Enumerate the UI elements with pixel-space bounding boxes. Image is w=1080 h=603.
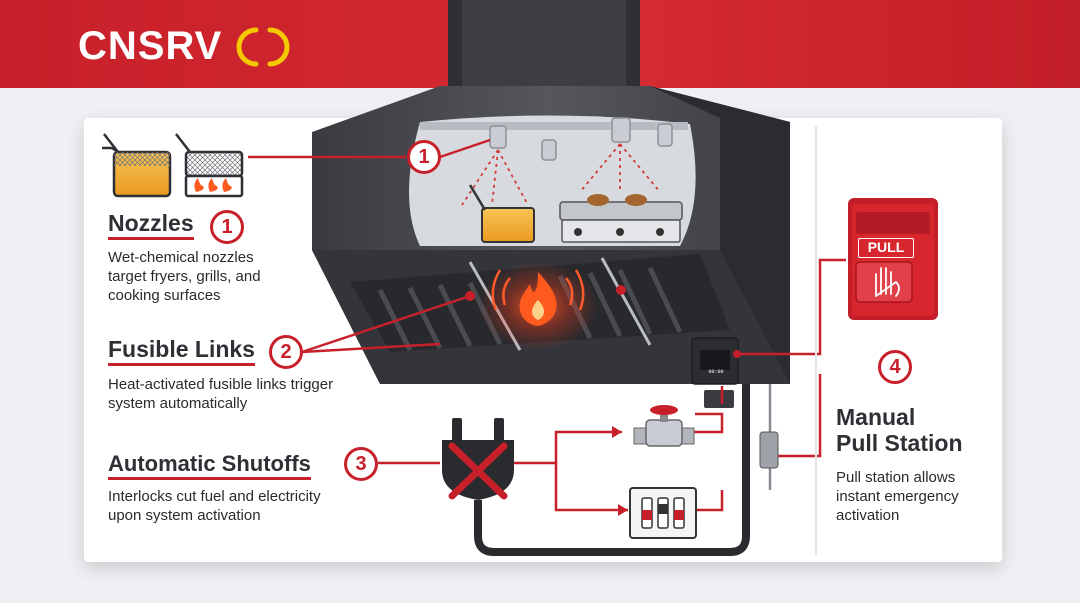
automatic-shutoffs-description: Interlocks cut fuel and electricity upon… [108,487,321,525]
fire-icon [491,269,585,311]
callout-badge-2: 2 [269,335,303,369]
callout-badge-1-top: 1 [407,140,441,174]
pull-station-label[interactable]: PULL [858,238,914,258]
manual-pull-station[interactable] [848,198,938,320]
circuit-breaker-icon [629,487,697,539]
pull-station-description: Pull station allows instant emergency ac… [836,468,959,525]
pull-desc-line: instant emergency [836,488,959,505]
hood-duct [448,0,640,96]
pull-station-title-line: Manual [836,404,916,430]
pull-station-title: Manual Pull Station [836,404,963,456]
callout-badge-3: 3 [344,447,378,481]
pull-desc-line: Pull station allows [836,469,956,486]
hand-icon [875,267,900,297]
shutoffs-desc-line: Interlocks cut fuel and electricity [108,488,321,505]
shutoffs-desc-line: upon system activation [108,507,261,524]
nozzles-desc-line: Wet-chemical nozzles [108,249,254,266]
griddle-in-hood-icon [559,194,683,243]
automatic-shutoffs-title: Automatic Shutoffs [108,451,311,480]
fryer-basket-icon [102,133,172,198]
nozzle-icons [489,117,673,161]
brand-mark-icon [236,27,290,66]
nozzles-title: Nozzles [108,210,194,240]
brand-logo: CNSRV [78,24,290,69]
callout-badge-4: 4 [878,350,912,384]
nozzles-desc-line: cooking surfaces [108,287,221,304]
fryer-in-hood-icon [468,184,535,243]
pull-station-title-line: Pull Station [836,430,963,456]
control-panel-display: 00:00 [708,369,724,375]
fusible-desc-line: system automatically [108,395,248,412]
fusible-desc-line: Heat-activated fusible links trigger [108,376,334,393]
fusible-links-title: Fusible Links [108,336,255,366]
callout-badge-1: 1 [210,210,244,244]
brand-name: CNSRV [78,24,223,68]
gas-valve-icon [633,405,695,447]
fusible-links-description: Heat-activated fusible links trigger sys… [108,375,333,413]
nozzles-desc-line: target fryers, grills, and [108,268,261,285]
nozzles-description: Wet-chemical nozzles target fryers, gril… [108,248,261,305]
power-plug-icon [442,418,514,500]
control-panel [691,337,739,408]
pull-desc-line: activation [836,507,900,524]
fryer-with-flames-icon [175,133,244,198]
